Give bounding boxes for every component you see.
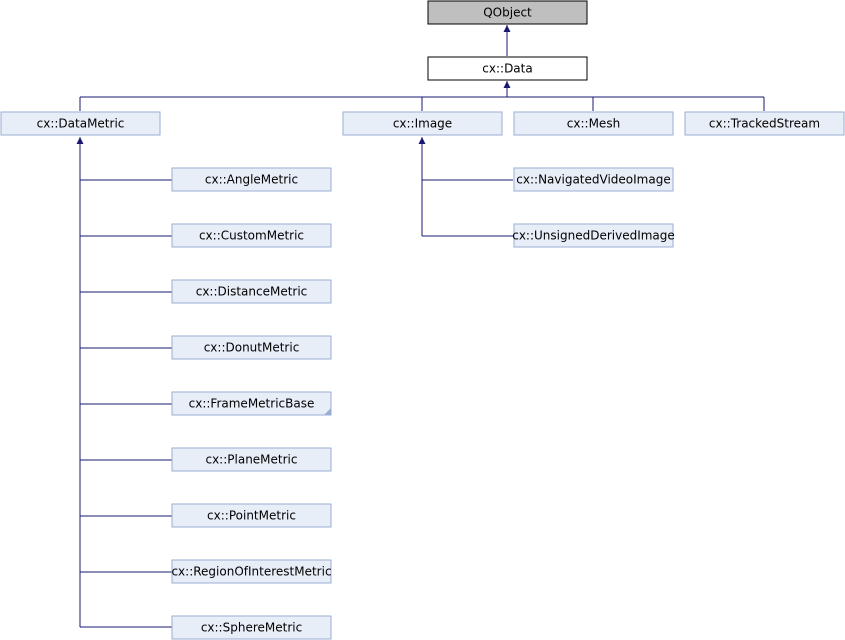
node-navigated-video-image-label: cx::NavigatedVideoImage <box>516 173 670 187</box>
node-mesh[interactable]: cx::Mesh <box>513 111 674 136</box>
node-plane-metric[interactable]: cx::PlaneMetric <box>171 447 332 472</box>
node-donut-metric-label: cx::DonutMetric <box>204 341 300 355</box>
node-point-metric-label: cx::PointMetric <box>207 509 296 523</box>
node-tracked-stream[interactable]: cx::TrackedStream <box>684 111 845 136</box>
node-image[interactable]: cx::Image <box>342 111 503 136</box>
node-region-of-interest-metric[interactable]: cx::RegionOfInterestMetric <box>171 559 332 584</box>
node-region-of-interest-metric-label: cx::RegionOfInterestMetric <box>171 565 331 579</box>
more-subclasses-corner-icon <box>324 408 331 415</box>
node-distance-metric[interactable]: cx::DistanceMetric <box>171 279 332 304</box>
node-mesh-label: cx::Mesh <box>567 117 620 131</box>
node-angle-metric[interactable]: cx::AngleMetric <box>171 167 332 192</box>
node-image-label: cx::Image <box>393 117 452 131</box>
node-point-metric[interactable]: cx::PointMetric <box>171 503 332 528</box>
node-frame-metric-base[interactable]: cx::FrameMetricBase <box>171 391 332 416</box>
node-data-label: cx::Data <box>482 62 532 76</box>
node-plane-metric-label: cx::PlaneMetric <box>205 453 297 467</box>
node-custom-metric[interactable]: cx::CustomMetric <box>171 223 332 248</box>
node-data-metric-label: cx::DataMetric <box>37 117 125 131</box>
node-unsigned-derived-image[interactable]: cx::UnsignedDerivedImage <box>512 223 675 248</box>
node-data-metric[interactable]: cx::DataMetric <box>0 111 161 136</box>
node-data[interactable]: cx::Data <box>427 56 588 81</box>
node-distance-metric-label: cx::DistanceMetric <box>196 285 308 299</box>
node-qobject-label: QObject <box>483 6 532 20</box>
node-donut-metric[interactable]: cx::DonutMetric <box>171 335 332 360</box>
node-angle-metric-label: cx::AngleMetric <box>205 173 298 187</box>
node-sphere-metric-label: cx::SphereMetric <box>201 621 302 635</box>
inheritance-edges <box>76 25 765 628</box>
node-qobject[interactable]: QObject <box>427 0 588 25</box>
node-unsigned-derived-image-label: cx::UnsignedDerivedImage <box>512 229 675 243</box>
node-frame-metric-base-label: cx::FrameMetricBase <box>189 397 315 411</box>
node-navigated-video-image[interactable]: cx::NavigatedVideoImage <box>513 167 674 192</box>
node-custom-metric-label: cx::CustomMetric <box>199 229 304 243</box>
node-tracked-stream-label: cx::TrackedStream <box>709 117 820 131</box>
node-sphere-metric[interactable]: cx::SphereMetric <box>171 615 332 640</box>
